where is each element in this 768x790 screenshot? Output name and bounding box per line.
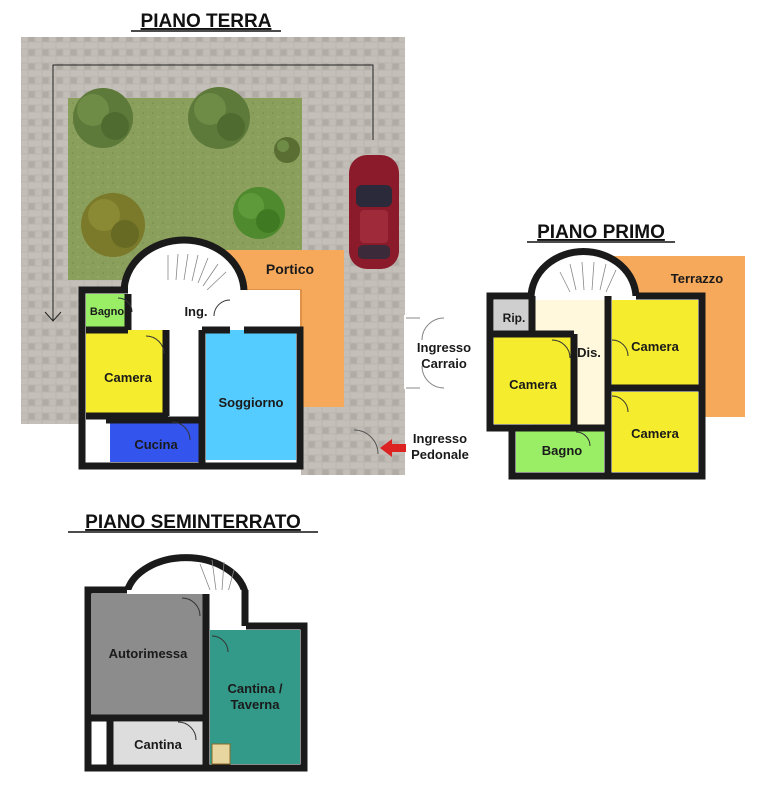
portico-label: Portico bbox=[266, 261, 314, 277]
carraio-label-line1: Ingresso bbox=[417, 340, 471, 355]
first-spiral-stairs bbox=[559, 261, 617, 293]
ground-floor-title: PIANO TERRA bbox=[141, 11, 272, 32]
carraio-label-line2: Carraio bbox=[421, 356, 467, 371]
tree-icon bbox=[233, 187, 285, 239]
car-icon bbox=[349, 155, 399, 269]
first-ripostiglio-label: Rip. bbox=[503, 311, 526, 325]
basement-cantina bbox=[112, 722, 204, 764]
basement-autorimessa-label: Autorimessa bbox=[109, 646, 189, 661]
basement-autorimessa bbox=[92, 594, 204, 716]
driveway-arrow-icon bbox=[44, 311, 62, 322]
carraio-gate bbox=[404, 315, 445, 389]
tree-icon bbox=[274, 137, 300, 163]
ground-cucina bbox=[110, 422, 200, 462]
basement-title: PIANO SEMINTERRATO bbox=[85, 512, 301, 533]
ground-bagno bbox=[86, 294, 128, 328]
driveway-path bbox=[52, 64, 374, 320]
basement-stair-tower-wall bbox=[123, 554, 249, 594]
pedonale-arrow-icon bbox=[380, 439, 406, 457]
basement-taverna-label-line2: Taverna bbox=[231, 697, 281, 712]
first-bagno-label: Bagno bbox=[542, 443, 583, 458]
first-floor-title: PIANO PRIMO bbox=[537, 222, 665, 243]
pedonale-gate-swing bbox=[353, 429, 379, 455]
basement-door-swings bbox=[177, 597, 229, 741]
ground-walls bbox=[78, 286, 304, 470]
ground-soggiorno bbox=[206, 330, 296, 460]
paved-entrance bbox=[301, 405, 405, 475]
first-camera-1-label: Camera bbox=[509, 377, 557, 392]
stair-tower-wall bbox=[120, 236, 248, 293]
first-stair-tower-wall bbox=[527, 248, 640, 299]
first-door-swings bbox=[551, 339, 629, 447]
tree-icon bbox=[188, 87, 250, 149]
basement-spiral-stairs bbox=[199, 559, 235, 593]
first-disimpegno-label: Dis. bbox=[577, 345, 601, 360]
first-camera-1 bbox=[494, 336, 572, 424]
ground-ingresso-label: Ing. bbox=[184, 304, 207, 319]
tree-icon bbox=[73, 88, 133, 148]
basement-cantina-label: Cantina bbox=[134, 737, 182, 752]
pedonale-label-line1: Ingresso bbox=[413, 431, 467, 446]
first-bagno bbox=[516, 430, 604, 472]
first-camera-2-label: Camera bbox=[631, 339, 679, 354]
spiral-stairs bbox=[167, 253, 227, 291]
tree-icon bbox=[81, 193, 145, 257]
first-terrazzo-label: Terrazzo bbox=[671, 271, 724, 286]
first-camera-3-label: Camera bbox=[631, 426, 679, 441]
pedonale-label-line2: Pedonale bbox=[411, 447, 469, 462]
ground-soggiorno-label: Soggiorno bbox=[219, 395, 284, 410]
first-walls bbox=[486, 292, 706, 480]
ground-camera-label: Camera bbox=[104, 370, 152, 385]
first-camera-2 bbox=[612, 300, 698, 386]
basement-walls bbox=[84, 586, 308, 772]
ground-cucina-label: Cucina bbox=[134, 437, 178, 452]
basement-taverna bbox=[210, 630, 300, 764]
ground-bagno-label: Bagno bbox=[90, 306, 125, 318]
basement-taverna-label-line1: Cantina / bbox=[228, 681, 283, 696]
basement-stair-block bbox=[211, 743, 231, 765]
ground-door-swings bbox=[117, 297, 231, 441]
first-ripostiglio bbox=[494, 300, 532, 332]
ground-camera bbox=[86, 330, 166, 416]
